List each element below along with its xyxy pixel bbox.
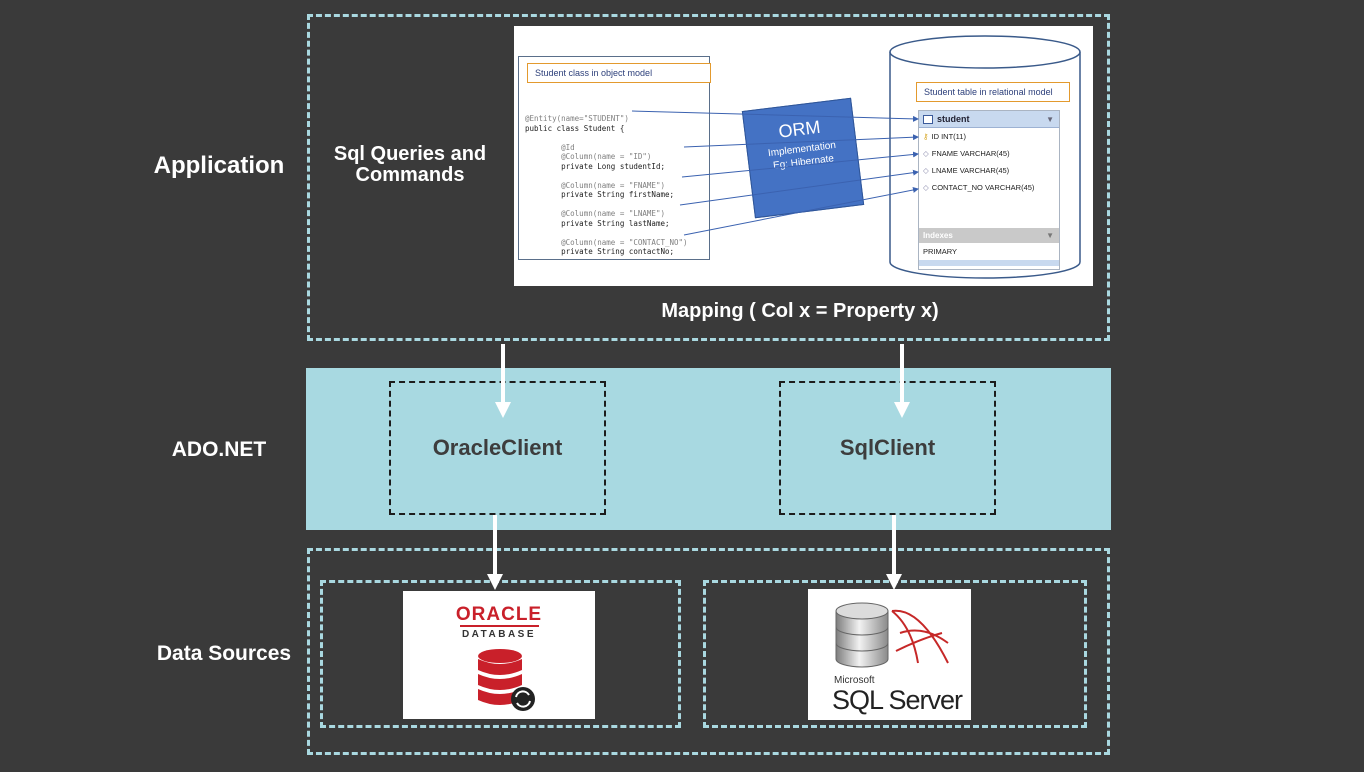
code-line: @Column(name = "FNAME") — [525, 180, 665, 190]
object-model-panel: Student class in object model @Entity(na… — [518, 56, 711, 260]
column-diamond-icon: ◇ — [923, 183, 929, 192]
relational-model-label: Student table in relational model — [916, 82, 1070, 102]
table-header: student ▼ — [919, 111, 1059, 128]
table-column: ⚷ ID INT(11) — [919, 128, 1059, 145]
application-layer-label: Application — [153, 152, 285, 179]
indexes-header: Indexes ▼ — [919, 228, 1059, 243]
object-model-label: Student class in object model — [527, 63, 711, 83]
code-line: @Column(name = "LNAME") — [525, 209, 665, 218]
table-column: ◇ FNAME VARCHAR(45) — [919, 145, 1059, 162]
column-diamond-icon: ◇ — [923, 166, 929, 175]
sql-client-label: SqlClient — [839, 435, 936, 460]
index-name: PRIMARY — [923, 247, 958, 256]
sql-queries-label: Sql Queries and Commands — [333, 143, 487, 186]
chevron-down-icon: ▼ — [1046, 114, 1054, 124]
sql-client-box: SqlClient — [779, 381, 996, 515]
database-cylinder-icon — [835, 602, 889, 668]
code-line: @Id — [525, 142, 575, 152]
table-icon — [923, 114, 933, 124]
table-column: ◇ CONTACT_NO VARCHAR(45) — [919, 179, 1059, 196]
oracle-logo-underline — [460, 625, 539, 627]
column-name: ID INT(11) — [931, 132, 966, 141]
oracle-logo-word: ORACLE — [455, 604, 543, 625]
table-column: ◇ LNAME VARCHAR(45) — [919, 162, 1059, 179]
student-class-code: @Entity(name="STUDENT")public class Stud… — [525, 95, 688, 276]
data-sources-layer-label: Data Sources — [156, 642, 292, 665]
code-line: private String lastName; — [525, 218, 670, 228]
column-name: FNAME VARCHAR(45) — [931, 149, 1010, 158]
table-footer-bar — [919, 260, 1059, 266]
column-diamond-icon: ◇ — [923, 149, 929, 158]
indexes-label: Indexes — [923, 231, 953, 240]
sql-server-logo: Microsoft SQL Server — [808, 589, 971, 720]
oracle-logo-sub: DATABASE — [461, 629, 537, 640]
mapping-label: Mapping ( Col x = Property x) — [661, 300, 939, 322]
oracle-database-logo: ORACLE DATABASE — [403, 591, 595, 719]
application-container — [307, 14, 1110, 341]
code-line: public class Student { — [525, 123, 625, 133]
oracle-client-label: OracleClient — [432, 435, 563, 460]
code-line: @Entity(name="STUDENT") — [525, 114, 629, 123]
code-line: @Column(name = "ID") — [525, 152, 652, 161]
index-row: PRIMARY — [919, 243, 1059, 260]
sql-server-wave-icon — [891, 609, 949, 664]
sql-logo-main: SQL Server — [832, 685, 963, 715]
sql-logo-microsoft: Microsoft — [834, 675, 875, 686]
table-name: student — [937, 114, 970, 124]
key-icon: ⚷ — [923, 132, 929, 141]
ado-net-layer-label: ADO.NET — [171, 438, 267, 461]
ado-net-band — [306, 368, 1111, 530]
chevron-down-icon: ▼ — [1046, 231, 1054, 240]
code-line: private String contactNo; — [525, 247, 675, 256]
code-line: private Long studentId; — [525, 161, 665, 171]
orm-mapping-figure: Student class in object model @Entity(na… — [514, 26, 1093, 286]
database-stack-icon — [478, 649, 535, 711]
code-line: @Column(name = "CONTACT_NO") — [525, 237, 688, 247]
column-name: CONTACT_NO VARCHAR(45) — [931, 183, 1035, 192]
data-sources-container — [307, 548, 1110, 755]
column-name: LNAME VARCHAR(45) — [931, 166, 1010, 175]
oracle-client-box: OracleClient — [389, 381, 606, 515]
student-table-card: student ▼ ⚷ ID INT(11) ◇ FNAME VARCHAR(4… — [918, 110, 1060, 270]
orm-connector-arrows — [631, 110, 919, 236]
code-line: private String firstName; — [525, 190, 675, 199]
